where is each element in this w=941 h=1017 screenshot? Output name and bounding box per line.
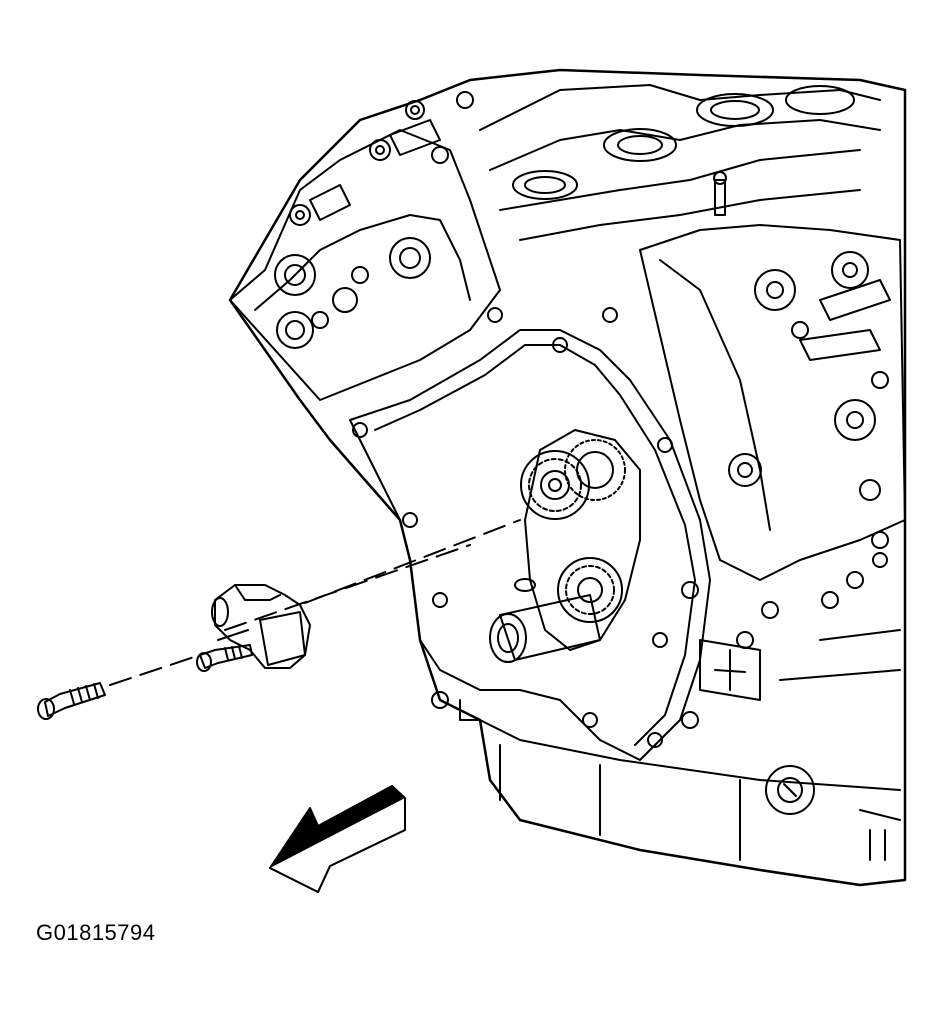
front-direction-arrow-icon — [269, 785, 406, 893]
engine-block — [228, 68, 907, 887]
block-bolts — [681, 552, 901, 729]
oil-pan — [431, 639, 906, 886]
front-cover-gasket — [349, 307, 711, 761]
left-head-cam-caps — [289, 91, 474, 226]
right-cylinder-head — [639, 224, 906, 581]
camshaft-position-sensor — [211, 584, 311, 669]
crankshaft-snout — [489, 578, 601, 663]
sensor-bolt-short — [196, 644, 253, 672]
timing-chain-assembly — [520, 429, 641, 651]
figure-id-label: G01815794 — [36, 920, 156, 945]
long-bolt — [37, 682, 106, 720]
alignment-lines — [109, 519, 521, 686]
intake-runners — [479, 84, 881, 241]
